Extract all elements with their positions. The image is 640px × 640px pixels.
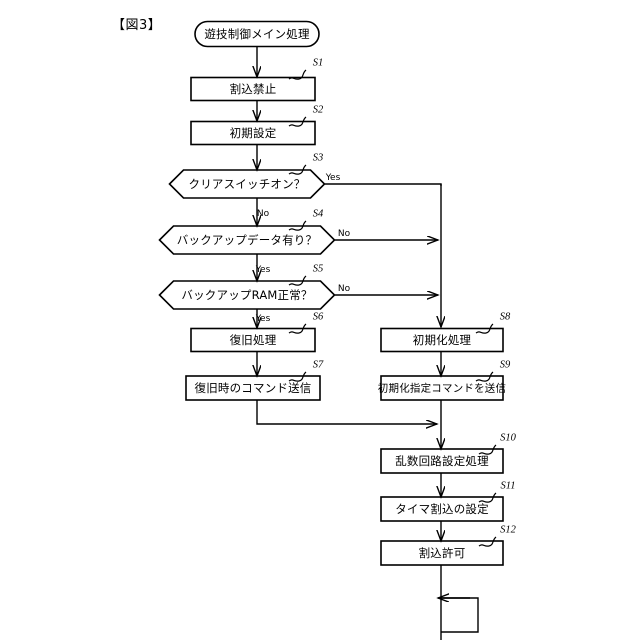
- step-s11: S11: [500, 480, 516, 492]
- leader-step-s9: [475, 371, 494, 382]
- leader-step-s3: [288, 164, 307, 175]
- leader-step-s7: [288, 371, 307, 382]
- step-s3: S3: [312, 152, 324, 164]
- step-s6: S6: [312, 311, 324, 323]
- node-s4: [158, 225, 336, 255]
- step-s12: S12: [500, 524, 516, 536]
- node-s2: [190, 120, 316, 146]
- leader-step-s2: [288, 116, 307, 127]
- step-s1: S1: [312, 57, 324, 69]
- node-s9: [380, 375, 504, 401]
- leader-step-s8: [475, 323, 494, 334]
- node-s12: [380, 540, 504, 566]
- leader-step-s1: [288, 69, 307, 80]
- edge-label-s4-yes: Yes: [255, 265, 271, 275]
- step-s7: S7: [312, 359, 324, 371]
- node-start: [194, 20, 320, 48]
- step-s8: S8: [499, 311, 511, 323]
- node-s3: [168, 169, 326, 199]
- figure-label: 【図3】: [112, 18, 162, 33]
- leader-step-s6: [288, 323, 307, 334]
- step-s4: S4: [312, 208, 324, 220]
- node-s10: [380, 448, 504, 474]
- node-s5: [158, 280, 336, 310]
- leader-step-s10: [478, 444, 497, 455]
- edge-label-s4-no: No: [337, 229, 351, 239]
- node-s7: [185, 375, 321, 401]
- edge-label-s3-yes: Yes: [325, 173, 341, 183]
- step-s9: S9: [499, 359, 511, 371]
- connector-s7-merge: [256, 400, 437, 424]
- node-s6: [190, 327, 316, 353]
- leader-step-s11: [478, 492, 497, 503]
- connector-s3-yes-rail: [325, 183, 442, 186]
- step-s5: S5: [312, 263, 324, 275]
- node-s11: [380, 496, 504, 522]
- edge-label-s5-no: No: [337, 284, 351, 294]
- step-s2: S2: [312, 104, 324, 116]
- edge-label-s3-no: No: [256, 209, 270, 219]
- step-s10: S10: [500, 432, 516, 444]
- edge-label-s5-yes: Yes: [255, 314, 271, 324]
- leader-step-s5: [288, 275, 307, 286]
- node-s8: [380, 327, 504, 353]
- leader-step-s4: [288, 220, 307, 231]
- leader-step-s12: [478, 536, 497, 547]
- connector-loop-back: [441, 597, 479, 633]
- node-s1: [190, 76, 316, 102]
